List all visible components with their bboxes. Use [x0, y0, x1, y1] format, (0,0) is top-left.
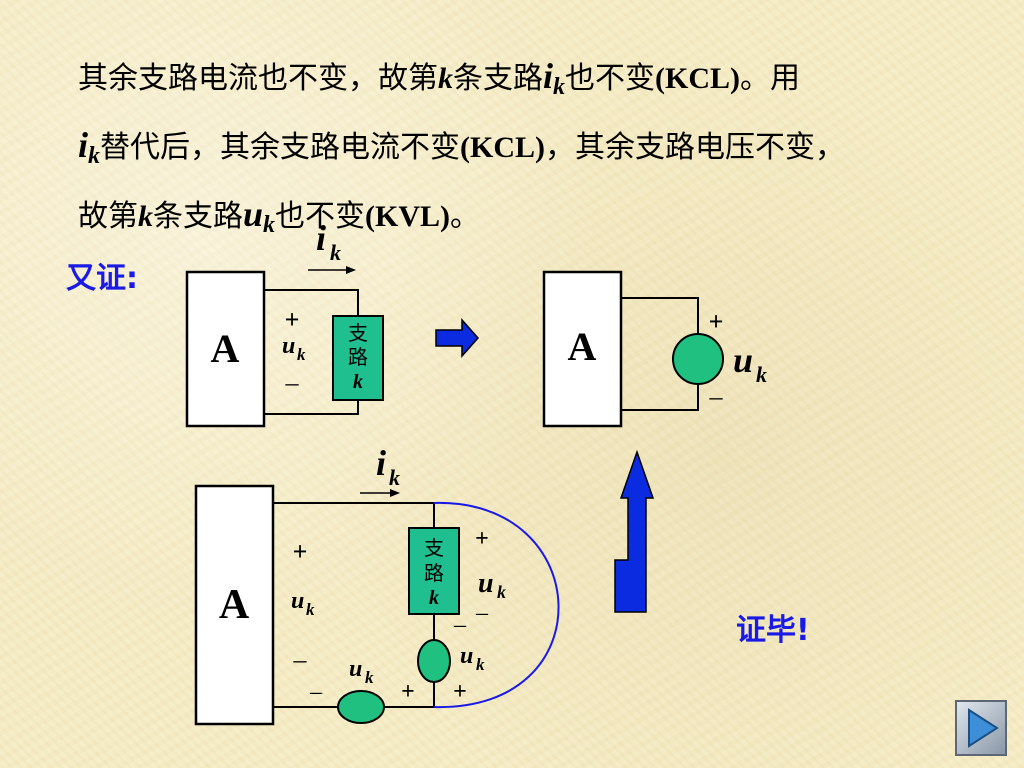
text-line-3: 故第k条支路uk也不变(KVL)。: [78, 194, 481, 238]
voltage-sub: k: [497, 582, 506, 602]
branch-text-3: k: [353, 371, 363, 393]
current-sub: k: [330, 240, 341, 265]
voltage-u-label: u: [733, 340, 753, 380]
branch-k-box: [408, 527, 460, 615]
minus-sign: –: [453, 612, 467, 638]
voltage-u-label: u: [282, 333, 295, 359]
plus-sign: +: [401, 679, 415, 705]
text-line-1: 其余支路电流也不变，故第k条支路ik也不变(KCL)。用: [78, 56, 801, 100]
voltage-sub: k: [365, 668, 374, 687]
wire-top: [621, 297, 699, 334]
circuit-voltage-source: A + – u k: [542, 270, 767, 428]
plus-sign: +: [475, 526, 489, 552]
voltage-source-horizontal-icon: [337, 690, 385, 724]
wire-bottom: [621, 384, 699, 411]
minus-sign: –: [475, 600, 489, 626]
wire-top: [264, 289, 359, 316]
also-prove-label: 又证:: [66, 261, 138, 296]
current-arrow-head: [390, 489, 400, 497]
network-a-label: A: [211, 326, 240, 371]
branch-text-2: 路: [424, 561, 444, 585]
network-a-label: A: [568, 324, 597, 369]
wire-top: [273, 502, 435, 528]
minus-sign: –: [293, 645, 308, 674]
minus-sign: –: [285, 368, 300, 397]
branch-text-2: 路: [348, 345, 368, 369]
current-i-label: i: [376, 443, 386, 483]
network-a-box: [194, 484, 275, 726]
plus-sign: +: [453, 679, 467, 705]
voltage-source-icon: [672, 333, 724, 385]
short-circuit-wire: [433, 501, 560, 709]
proof-done-label: 证毕!: [736, 613, 810, 648]
wire-bottom: [264, 400, 359, 415]
network-a-label: A: [219, 582, 250, 628]
voltage-sub: k: [756, 362, 767, 387]
circuit-original: A 支 路 k + u k – i k: [185, 218, 384, 428]
network-a-box: [542, 270, 623, 428]
current-sub: k: [389, 465, 400, 490]
explanation-paragraph: 其余支路电流也不变，故第k条支路ik也不变(KCL)。用 ik替代后，其余支路电…: [78, 44, 978, 251]
up-arrow-icon: [614, 449, 655, 613]
current-i-label: i: [316, 218, 326, 258]
voltage-sub: k: [297, 345, 306, 364]
minus-sign: –: [709, 382, 724, 411]
voltage-sub: k: [476, 655, 485, 674]
network-a-box: [185, 270, 266, 428]
plus-sign: +: [709, 307, 724, 336]
play-next-icon: [968, 708, 999, 748]
right-arrow-icon: [435, 318, 480, 358]
voltage-u-label: u: [349, 656, 362, 682]
plus-sign: +: [293, 537, 308, 566]
voltage-u-label: u: [291, 588, 304, 614]
voltage-u-label: u: [478, 568, 494, 599]
next-slide-button[interactable]: [955, 700, 1007, 756]
branch-text-1: 支: [424, 536, 444, 560]
current-arrow-head: [346, 266, 356, 274]
text-line-2: ik替代后，其余支路电流不变(KCL)，其余支路电压不变，: [78, 125, 846, 169]
branch-text-1: 支: [348, 321, 368, 345]
plus-sign: +: [285, 305, 300, 334]
voltage-source-vertical-icon: [417, 639, 451, 683]
branch-text-3: k: [429, 587, 439, 609]
minus-sign: –: [309, 679, 323, 705]
voltage-u-label: u: [460, 643, 473, 669]
branch-k-box: [332, 315, 384, 401]
circuit-proof: A 支 路 k i k + u k – + u k – – u k + u k …: [194, 443, 560, 726]
voltage-sub: k: [306, 600, 315, 619]
